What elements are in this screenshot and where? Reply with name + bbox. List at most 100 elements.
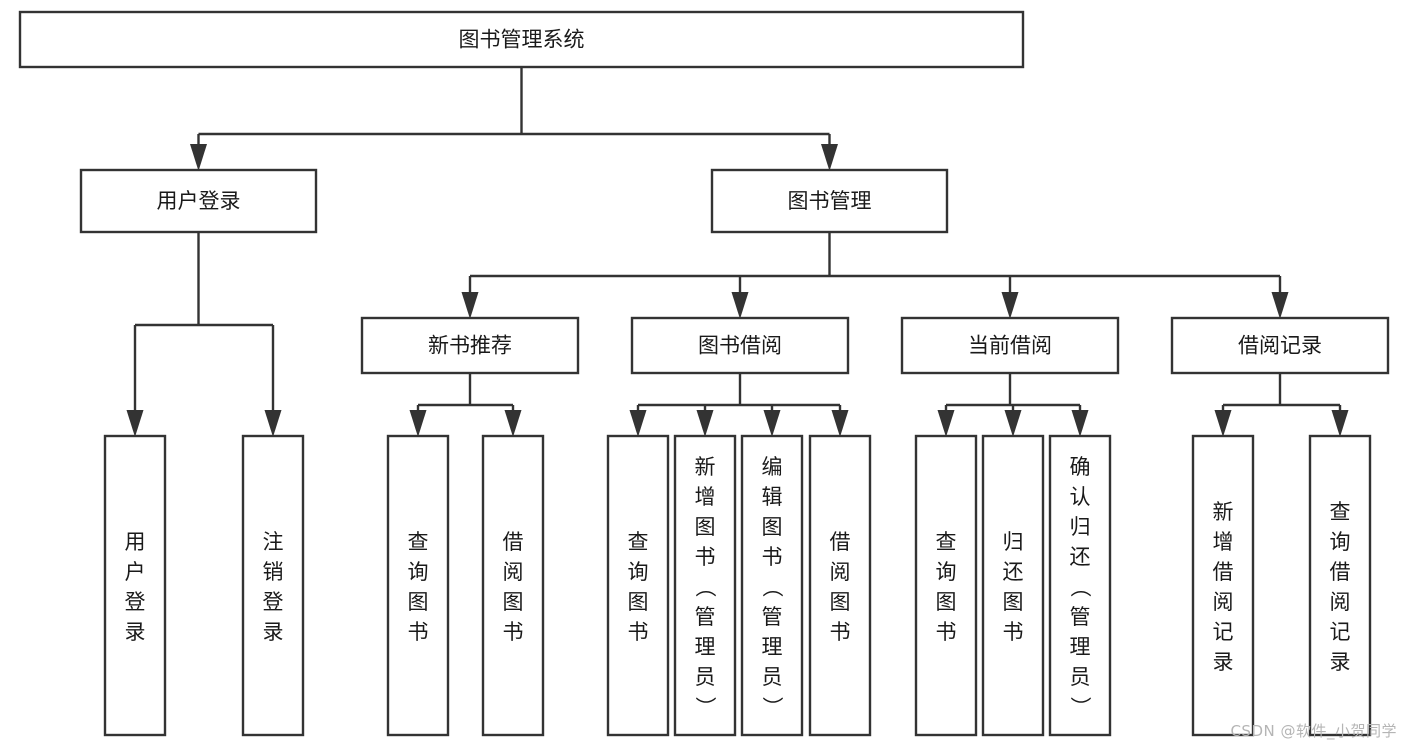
node-box [606, 434, 670, 737]
node-label-char: 员 [695, 665, 716, 689]
node-label: 图书借阅 [698, 334, 782, 358]
node-box [103, 434, 167, 737]
node-label-char: （ [760, 576, 784, 597]
node-book-management[interactable]: 图书管理 [710, 168, 949, 234]
node-label-char: 还 [1003, 560, 1024, 584]
node-label: 图书管理系统 [459, 28, 585, 52]
node-layer: 图书管理系统用户登录图书管理新书推荐图书借阅当前借阅借阅记录用户登录注销登录查询… [18, 10, 1390, 737]
node-label-char: 书 [628, 620, 649, 644]
node-label-char: 登 [125, 590, 146, 614]
node-label-char: 员 [1070, 665, 1091, 689]
node-box [808, 434, 872, 737]
node-label-char: 认 [1070, 485, 1091, 509]
node-box [914, 434, 978, 737]
node-label: 用户登录 [157, 189, 241, 213]
node-label: 当前借阅 [968, 334, 1052, 358]
node-label-char: 管 [1070, 605, 1091, 629]
node-label-char: 询 [628, 560, 649, 584]
node-label-char: 阅 [503, 560, 524, 584]
node-user-login[interactable]: 用户登录 [79, 168, 318, 234]
node-label-char: 编 [762, 455, 783, 479]
node-label: 新书推荐 [428, 334, 512, 358]
node-label-char: 图 [1003, 590, 1024, 614]
node-label-char: 录 [1330, 650, 1351, 674]
node-root[interactable]: 图书管理系统 [18, 10, 1025, 69]
node-label-char: 录 [263, 620, 284, 644]
node-box [710, 168, 949, 234]
connector-group-user-login [126, 232, 282, 437]
node-label-char: 记 [1213, 620, 1234, 644]
node-label-char: 书 [695, 545, 716, 569]
node-label-char: （ [693, 576, 717, 597]
node-label-char: 归 [1070, 515, 1091, 539]
node-box [630, 316, 850, 375]
node-label-char: 借 [830, 530, 851, 554]
node-label-char: 确 [1070, 455, 1091, 479]
node-current-borrow[interactable]: 当前借阅 [900, 316, 1120, 375]
node-borrow-record[interactable]: 借阅记录 [1170, 316, 1390, 375]
node-box [18, 10, 1025, 69]
node-box [1170, 316, 1390, 375]
node-label-char: 管 [762, 605, 783, 629]
node-label-char: 询 [1330, 530, 1351, 554]
connector-group-root [190, 67, 838, 171]
node-label-char: 管 [695, 605, 716, 629]
node-label-char: 图 [408, 590, 429, 614]
node-label-char: 图 [936, 590, 957, 614]
node-label-char: 书 [830, 620, 851, 644]
node-leaf-user-login[interactable]: 用户登录 [103, 434, 167, 737]
node-label-char: 录 [1213, 650, 1234, 674]
node-label-char: 借 [503, 530, 524, 554]
node-label-char: 新 [695, 455, 716, 479]
node-label-char: （ [1068, 576, 1092, 597]
node-label-char: 书 [1003, 620, 1024, 644]
node-label-char: 书 [503, 620, 524, 644]
node-box [360, 316, 580, 375]
node-label-char: 户 [125, 560, 146, 584]
node-label-char: 理 [695, 635, 716, 659]
connector-group-current-borrow [937, 373, 1089, 437]
node-box [1048, 434, 1112, 737]
node-label-char: 查 [628, 530, 649, 554]
node-label-char: 增 [1213, 530, 1234, 554]
node-label-char: 查 [408, 530, 429, 554]
connector-group-book-management [461, 232, 1289, 319]
connector-group-new-book-recommend [409, 373, 522, 437]
node-label-char: 理 [762, 635, 783, 659]
node-label-char: 图 [762, 515, 783, 539]
connector-layer [126, 67, 1349, 437]
node-label-char: 阅 [830, 560, 851, 584]
node-new-book-recommend[interactable]: 新书推荐 [360, 316, 580, 375]
connector-group-borrow-record [1214, 373, 1349, 437]
node-box [740, 434, 804, 737]
node-box [900, 316, 1120, 375]
node-label-char: 增 [695, 485, 716, 509]
node-label-char: 阅 [1330, 590, 1351, 614]
node-box [241, 434, 305, 737]
node-label-char: 书 [408, 620, 429, 644]
node-label-char: 书 [762, 545, 783, 569]
node-book-borrow[interactable]: 图书借阅 [630, 316, 850, 375]
node-label-char: 记 [1330, 620, 1351, 644]
node-label-char: 图 [830, 590, 851, 614]
node-label-char: 归 [1003, 530, 1024, 554]
node-box [1308, 434, 1372, 737]
node-box [481, 434, 545, 737]
node-label-char: 理 [1070, 635, 1091, 659]
node-label-char: 辑 [762, 485, 783, 509]
node-label-char: ） [760, 696, 784, 717]
